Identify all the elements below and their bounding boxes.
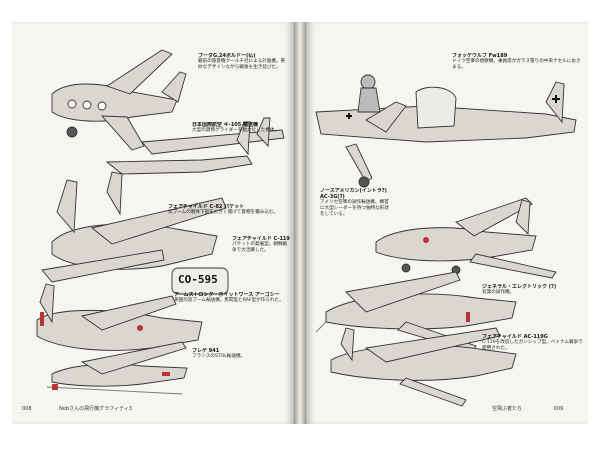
caption-2: 日本国際航空 キ-105 輸送機 大型の貨物グライダーを動力化した機体。 [192,122,286,156]
page-number: 009 [553,406,564,412]
caption-body: 双ブームの胴体下部を大きく開けて貨物を積み込む。 [168,210,279,215]
page-number: 008 [22,406,32,412]
caption-body: ドイツ空軍の偵察機。乗員席がガラス張りの中央ナセルにおさまる。 [452,59,581,70]
caption-body: 大型の貨物グライダーを動力化した機体。 [192,128,280,133]
book-title: 空飛ぶ者たち [492,406,523,412]
right-footer: 空飛ぶ者たち 009 [492,405,563,412]
caption-body: アメリカ空軍の試作輸送機。機首に大型レーダーを持つ独特な形状をしている。 [320,200,389,217]
left-footer: 008 Nobさんの飛行機グラフィティ3 [22,405,132,412]
caption-title: フォッケウルフ Fw189 [452,53,508,59]
caption-body: 双発の試作機。 [482,290,515,295]
caption-body: パケットの発展型。朝鮮戦争で大活躍した。 [232,242,288,253]
caption-title: 日本国際航空 キ-105 輸送機 [192,122,258,128]
book-gutter [294,22,306,424]
caption-title: ブレゲ 941 [192,348,220,354]
right-page-illustrations [315,74,577,407]
caption-body: 英国の双ブーム輸送機。民間型とRAF型が作られた。 [174,298,284,303]
caption-title: フェアチャイルド C-82 パケット [168,204,245,210]
caption-title: フェアチャイルド AC-119G [482,334,548,340]
left-page: ブーダG.24ボルドー(仏) 戦前の旅客機クールチ社による計画機。奇妙なデザイン… [12,22,294,424]
aircraft-marking: CO-595 [178,273,218,286]
caption-1: ブーダG.24ボルドー(仏) 戦前の旅客機クールチ社による計画機。奇妙なデザイン… [198,53,288,109]
caption-2: ノースアメリカン(イントラ?) AC-3G(?) アメリカ空軍の試作輸送機。機首… [320,188,390,266]
right-page: フォッケウルフ Fw189 ドイツ空軍の偵察機。乗員席がガラス張りの中央ナセルに… [306,22,588,424]
caption-title: ジェネラル・エレクトリック (?) [482,284,557,290]
caption-4: フェアチャイルド AC-119G C-119を改造したガンシップ型。ベトナム戦争… [482,334,584,394]
caption-body: C-119を改造したガンシップ型。ベトナム戦争で使用された。 [482,340,583,351]
left-page-illustrations [36,49,285,395]
caption-1: フォッケウルフ Fw189 ドイツ空軍の偵察機。乗員席がガラス張りの中央ナセルに… [452,53,584,79]
caption-title: ノースアメリカン(イントラ?) AC-3G(?) [320,188,387,200]
caption-title: ブーダG.24ボルドー(仏) [198,53,256,59]
caption-title: フェアチャイルド C-119 [232,236,290,242]
caption-3: フェアチャイルド C-82 パケット 双ブームの胴体下部を大きく開けて貨物を積み… [168,204,286,230]
book-title: Nobさんの飛行機グラフィティ3 [59,406,132,412]
caption-4: フェアチャイルド C-119 パケットの発展型。朝鮮戦争で大活躍した。 [232,236,290,296]
caption-body: 戦前の旅客機クールチ社による計画機。奇妙なデザインながら戦後も生き延びた。 [198,59,286,70]
caption-3: ジェネラル・エレクトリック (?) 双発の試作機。 [482,284,584,318]
caption-5: アームストロング・ホイットワース アーゴシー 英国の双ブーム輸送機。民間型とRA… [174,292,290,336]
caption-6: ブレゲ 941 フランスのSTOL輸送機。 [192,348,290,388]
caption-title: アームストロング・ホイットワース アーゴシー [174,292,280,298]
caption-body: フランスのSTOL輸送機。 [192,354,246,359]
